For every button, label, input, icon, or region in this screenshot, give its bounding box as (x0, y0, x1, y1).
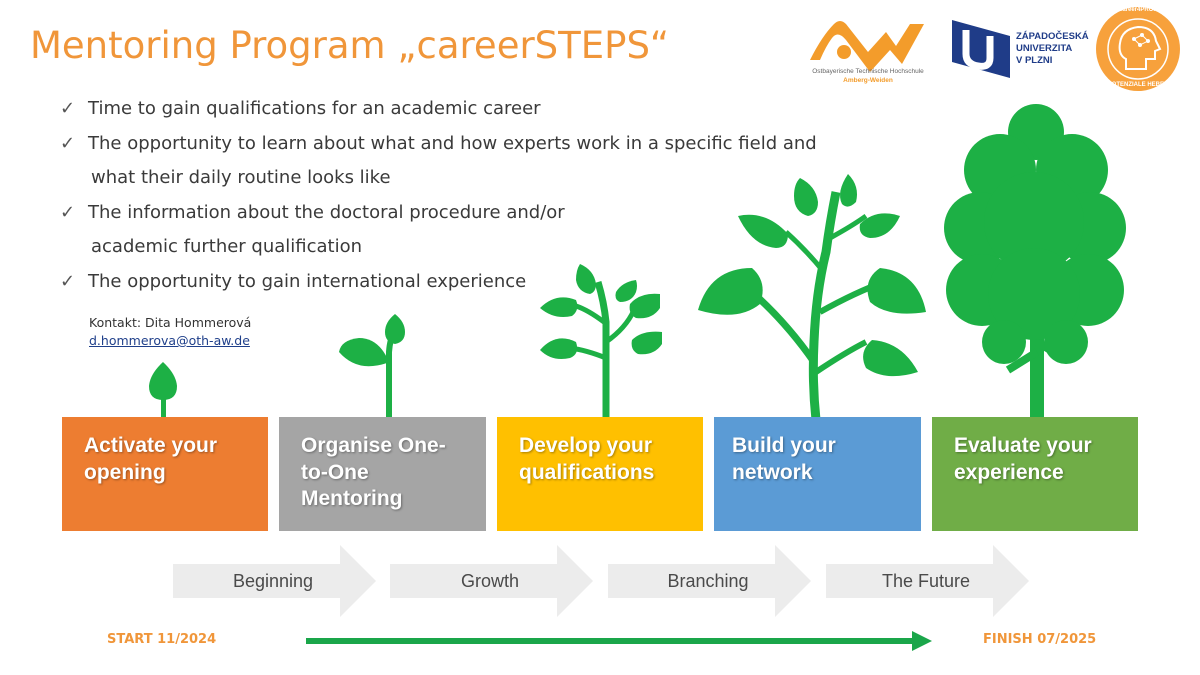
phase-arrow-icon (173, 545, 376, 617)
step-label-line: qualifications (519, 460, 655, 484)
benefits-list: ✓ Time to gain qualifications for an aca… (60, 92, 860, 299)
contact-block: Kontakt: Dita Hommerová d.hommerova@oth-… (89, 314, 251, 350)
young-plant-icon (540, 264, 662, 420)
step-organise-mentoring: Organise One- to-One Mentoring (279, 417, 486, 531)
step-label-line: experience (954, 460, 1064, 484)
contact-label: Kontakt: Dita Hommerová (89, 315, 252, 330)
step-build-network: Build your network (714, 417, 921, 531)
step-label-line: Evaluate your (954, 434, 1092, 457)
career4prof-bottom-text: POTENZIALE HEBEN (1107, 82, 1169, 88)
oth-logo-line1: Ostbayerische Technische Hochschule (812, 68, 924, 75)
tree-icon (944, 104, 1126, 420)
step-activate-opening: Activate your opening (62, 417, 268, 531)
benefit-text: The opportunity to gain international ex… (88, 270, 527, 292)
career4prof-logo: career4PROF POTENZIALE HEBEN (1094, 5, 1182, 93)
phase-arrow-icon (608, 545, 811, 617)
page-title: Mentoring Program „careerSTEPS“ (30, 24, 670, 67)
benefit-text-continued: what their daily routine looks like (91, 167, 391, 188)
benefit-text: The information about the doctoral proce… (88, 201, 565, 223)
phase-branching: Branching (608, 545, 811, 617)
phase-beginning: Beginning (173, 545, 376, 617)
phase-the-future: The Future (826, 545, 1029, 617)
oth-logo: Ostbayerische Technische Hochschule Ambe… (806, 16, 930, 88)
check-icon: ✓ (60, 98, 76, 119)
seed-sprout-icon (149, 362, 177, 420)
step-label-line: Develop your (519, 434, 653, 457)
benefit-item: ✓ Time to gain qualifications for an aca… (60, 92, 860, 127)
benefit-text: Time to gain qualifications for an acade… (88, 98, 541, 119)
step-label-line: Activate your (84, 434, 218, 457)
zcu-logo-line2: UNIVERZITA (1016, 43, 1073, 54)
career4prof-top-text: career4PROF (1118, 7, 1158, 13)
benefit-text-continued: academic further qualification (91, 236, 363, 257)
zcu-logo-line3: V PLZNI (1016, 55, 1053, 66)
timeline-finish: FINISH 07/2025 (983, 632, 1097, 647)
phase-growth: Growth (390, 545, 593, 617)
step-label-line: Mentoring (301, 487, 403, 510)
step-evaluate-experience: Evaluate your experience (932, 417, 1138, 531)
zcu-logo-mark (952, 20, 1010, 78)
seedling-icon (339, 314, 405, 420)
step-label-line: network (732, 460, 813, 484)
step-label-line: to-One (301, 460, 369, 484)
check-icon: ✓ (60, 132, 76, 154)
step-develop-qualifications: Develop your qualifications (497, 417, 703, 531)
zcu-logo: ZÁPADOČESKÁ UNIVERZITA V PLZNI (950, 16, 1089, 78)
timeline-arrow-icon (306, 631, 932, 651)
oth-logo-mark (810, 21, 924, 72)
check-icon: ✓ (60, 270, 76, 292)
contact-email-link[interactable]: d.hommerova@oth-aw.de (89, 333, 250, 348)
zcu-logo-line1: ZÁPADOČESKÁ (1016, 31, 1089, 42)
check-icon: ✓ (60, 201, 76, 223)
step-label-line: opening (84, 460, 166, 484)
phase-label: The Future (881, 571, 971, 591)
benefit-item: ✓ The opportunity to learn about what an… (60, 127, 860, 196)
phase-label: Growth (460, 571, 520, 591)
step-label-line: Organise One- (301, 434, 446, 457)
phase-arrow-icon (390, 545, 593, 617)
branching-plant-icon (698, 174, 926, 420)
oth-logo-line2: Amberg-Weiden (843, 77, 893, 84)
phase-label: Beginning (232, 571, 314, 591)
benefit-text: The opportunity to learn about what and … (88, 132, 817, 154)
benefit-item: ✓ The information about the doctoral pro… (60, 196, 860, 265)
benefit-item: ✓ The opportunity to gain international … (60, 265, 860, 300)
phase-arrow-icon (826, 545, 1029, 617)
phase-label: Branching (667, 571, 749, 591)
step-label-line: Build your (732, 434, 836, 457)
timeline-start: START 11/2024 (107, 632, 217, 647)
career4prof-logo-mark (1096, 7, 1180, 91)
